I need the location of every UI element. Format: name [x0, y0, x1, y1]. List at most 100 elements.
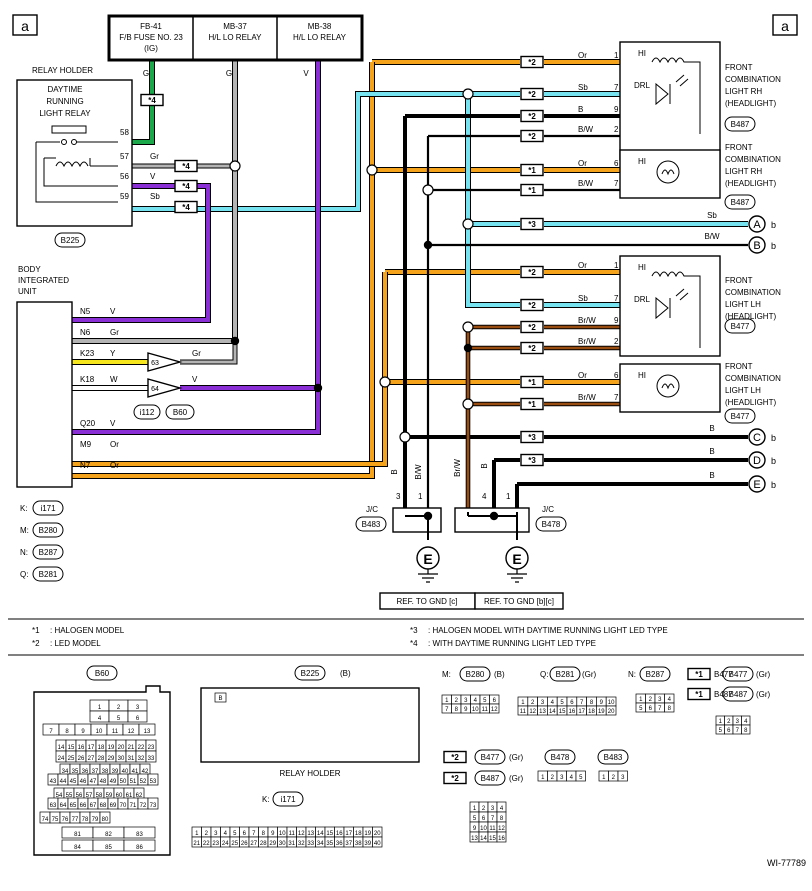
- splice-bw: [423, 240, 433, 250]
- mark-rh-hal7-box: [520, 183, 544, 197]
- mark-fuse-box: [140, 93, 164, 107]
- lamp-pin-num: 6: [614, 159, 619, 168]
- jc-left-box: [392, 507, 442, 533]
- relay-holder-title: RELAY HOLDER: [32, 66, 93, 75]
- pin-number: 33: [307, 841, 314, 847]
- relay-contact-b: [71, 139, 77, 145]
- b281-title: B281: [556, 670, 575, 679]
- corner-label: a: [781, 18, 789, 34]
- offpage-e: [748, 475, 766, 493]
- b487_hal-title-oval: [722, 686, 754, 702]
- pin-number: 60: [116, 793, 123, 799]
- relay-connector-oval: [54, 232, 86, 248]
- bcu-ref-conn-oval: [32, 566, 64, 582]
- pin-number: 4: [500, 806, 504, 812]
- pin-number: 5: [579, 775, 583, 781]
- pin-number: 19: [364, 831, 371, 837]
- lamp-pin-color: B/W: [578, 179, 594, 188]
- pin-number: 78: [82, 817, 89, 823]
- pin-number: 49: [110, 779, 117, 785]
- splice-sb-a: [462, 218, 474, 230]
- pin-number: 12: [529, 709, 536, 715]
- rh-hal-name: (HEADLIGHT): [725, 179, 776, 188]
- offpage-letter: A: [753, 219, 761, 231]
- headlight-lh-led-hi-label: HI: [638, 263, 646, 272]
- jc-right-pin: 1: [506, 492, 511, 501]
- headlight-lh-led-drl-label: DRL: [634, 295, 651, 304]
- pin-number: 85: [105, 845, 112, 851]
- pin-cell: [496, 831, 507, 843]
- mark-lh-2-box: [520, 341, 544, 355]
- pin-number: 38: [355, 841, 362, 847]
- mark-b477_hal-box: [687, 667, 711, 681]
- pin-number: 80: [102, 817, 109, 823]
- ref-left: REF. TO GND [c]: [396, 597, 457, 606]
- pin-number: 61: [126, 793, 133, 799]
- offpage-color: Sb: [707, 211, 717, 220]
- pin-number: 42: [142, 769, 149, 775]
- offpage-b: [748, 236, 766, 254]
- pin-number: 26: [241, 841, 248, 847]
- offpage-c: [748, 428, 766, 446]
- pin-number: 40: [374, 841, 381, 847]
- lh-name: FRONT: [725, 276, 753, 285]
- pin-number: 57: [86, 793, 93, 799]
- mark-fuse: *4: [148, 96, 156, 105]
- pin-cell: [99, 811, 111, 824]
- pin-number: 20: [118, 745, 125, 751]
- pin-number: 18: [588, 709, 595, 715]
- lamp-pin-num: 2: [614, 125, 619, 134]
- i171-letter: K:: [262, 795, 270, 804]
- wires-layer: [70, 42, 748, 512]
- jc-left-label: J/C: [366, 505, 378, 514]
- b287-title-oval: [639, 666, 671, 682]
- b225-caption: RELAY HOLDER: [279, 769, 340, 778]
- pin-number: 47: [90, 779, 97, 785]
- splice-brw-lh: [462, 398, 474, 410]
- note-mark: *1: [32, 626, 40, 635]
- lamp-pin-color: Or: [578, 159, 587, 168]
- pin-number: 7: [445, 707, 449, 713]
- b487_hal-colon: B487: [714, 690, 733, 699]
- bcu-box: [16, 301, 73, 488]
- headlight-lh-led-led-rays-icon: [675, 288, 689, 301]
- note-text: : WITH DAYTIME RUNNING LIGHT LED TYPE: [428, 639, 596, 648]
- fuse-id: MB-37: [223, 22, 247, 31]
- pin-number: 38: [102, 769, 109, 775]
- pin-cell: [605, 705, 617, 716]
- mark-c: *3: [528, 433, 536, 442]
- pin-number: 31: [288, 841, 295, 847]
- b477_hal-colon: B477: [714, 670, 733, 679]
- mark-lh-7-box: [520, 298, 544, 312]
- lamp-pin-num: 7: [614, 179, 619, 188]
- lamp-pin-num: 7: [614, 393, 619, 402]
- pin-cell: [664, 702, 675, 713]
- pin-number: 66: [80, 803, 87, 809]
- relay-frame: [35, 141, 118, 203]
- mark-lh-hal6: *1: [528, 378, 536, 387]
- fuse-name: H/L LO RELAY: [293, 33, 347, 42]
- pin-number: 35: [72, 769, 79, 775]
- pin-number: 20: [608, 709, 615, 715]
- headlight-rh-led-led-icon: [655, 82, 671, 106]
- pin-number: 1: [602, 775, 606, 781]
- lamp-pin-num: 6: [614, 371, 619, 380]
- mark-relay-57-box: [174, 159, 198, 173]
- wire-violet-n5: [70, 184, 210, 322]
- pin-number: B: [218, 696, 222, 702]
- pin-number: 65: [70, 803, 77, 809]
- pin-number: 4: [98, 716, 102, 722]
- pin-number: 9: [600, 700, 604, 706]
- splice-or-rh: [366, 164, 378, 176]
- jc-right-wire-0: Br/W: [453, 459, 462, 477]
- pin-number: 5: [233, 831, 237, 837]
- headlight-lh-hal-box: [619, 363, 721, 413]
- mark-lh-9: *2: [528, 323, 536, 332]
- pin-number: 5: [473, 816, 477, 822]
- pin-number: 37: [92, 769, 99, 775]
- pin-number: 59: [106, 793, 113, 799]
- buffer-conn-b: B60: [173, 408, 188, 417]
- jc-right-conn: B478: [542, 520, 561, 529]
- b477_hal-color: (Gr): [756, 670, 771, 679]
- offpage-d: [748, 451, 766, 469]
